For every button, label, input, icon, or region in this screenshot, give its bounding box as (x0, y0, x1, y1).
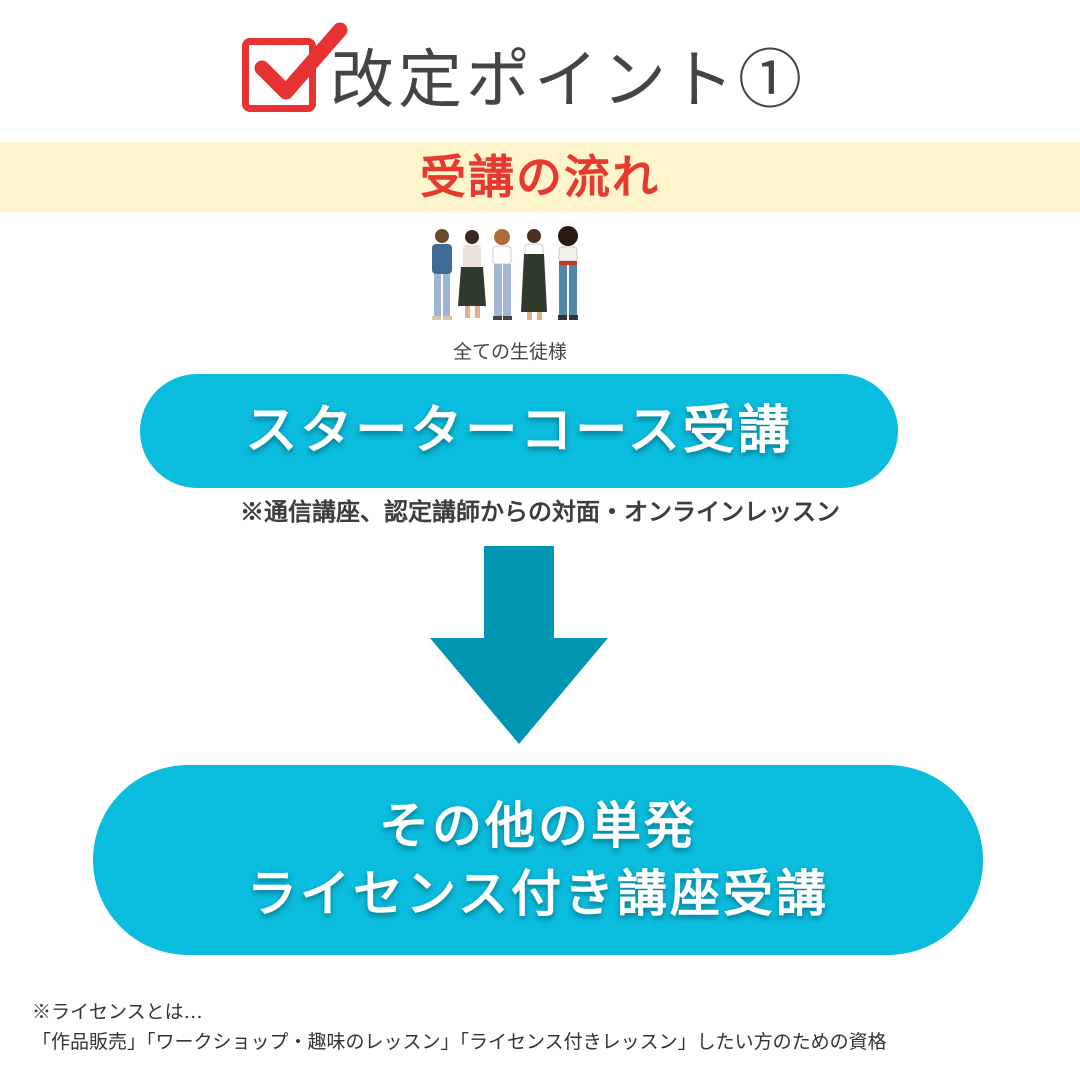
section-heading: 受講の流れ (420, 150, 660, 204)
starter-course-step: スターターコース受講 (140, 374, 898, 488)
section-band (0, 142, 1080, 212)
license-course-step: その他の単発 ライセンス付き講座受講 (93, 765, 983, 955)
audience-label: 全ての生徒様 (452, 341, 567, 363)
page-title: 改定ポイント① (330, 44, 806, 118)
footnote-body: 「作品販売」「ワークショップ・趣味のレッスン」「ライセンス付きレッスン」したい方… (32, 1031, 887, 1053)
person-figure (492, 229, 512, 320)
person-figure (558, 226, 578, 320)
starter-course-note: ※通信講座、認定講師からの対面・オンラインレッスン (240, 497, 840, 526)
group-of-women-illustration (432, 226, 578, 320)
license-course-line-2: ライセンス付き講座受講 (247, 864, 829, 923)
person-figure (458, 230, 486, 318)
down-arrow-icon (430, 546, 608, 744)
license-course-line-1: その他の単発 (379, 796, 697, 855)
person-figure (521, 229, 547, 320)
checkbox-checked-icon (254, 22, 348, 100)
footnote-heading: ※ライセンスとは… (32, 1001, 203, 1023)
person-figure (432, 229, 452, 320)
